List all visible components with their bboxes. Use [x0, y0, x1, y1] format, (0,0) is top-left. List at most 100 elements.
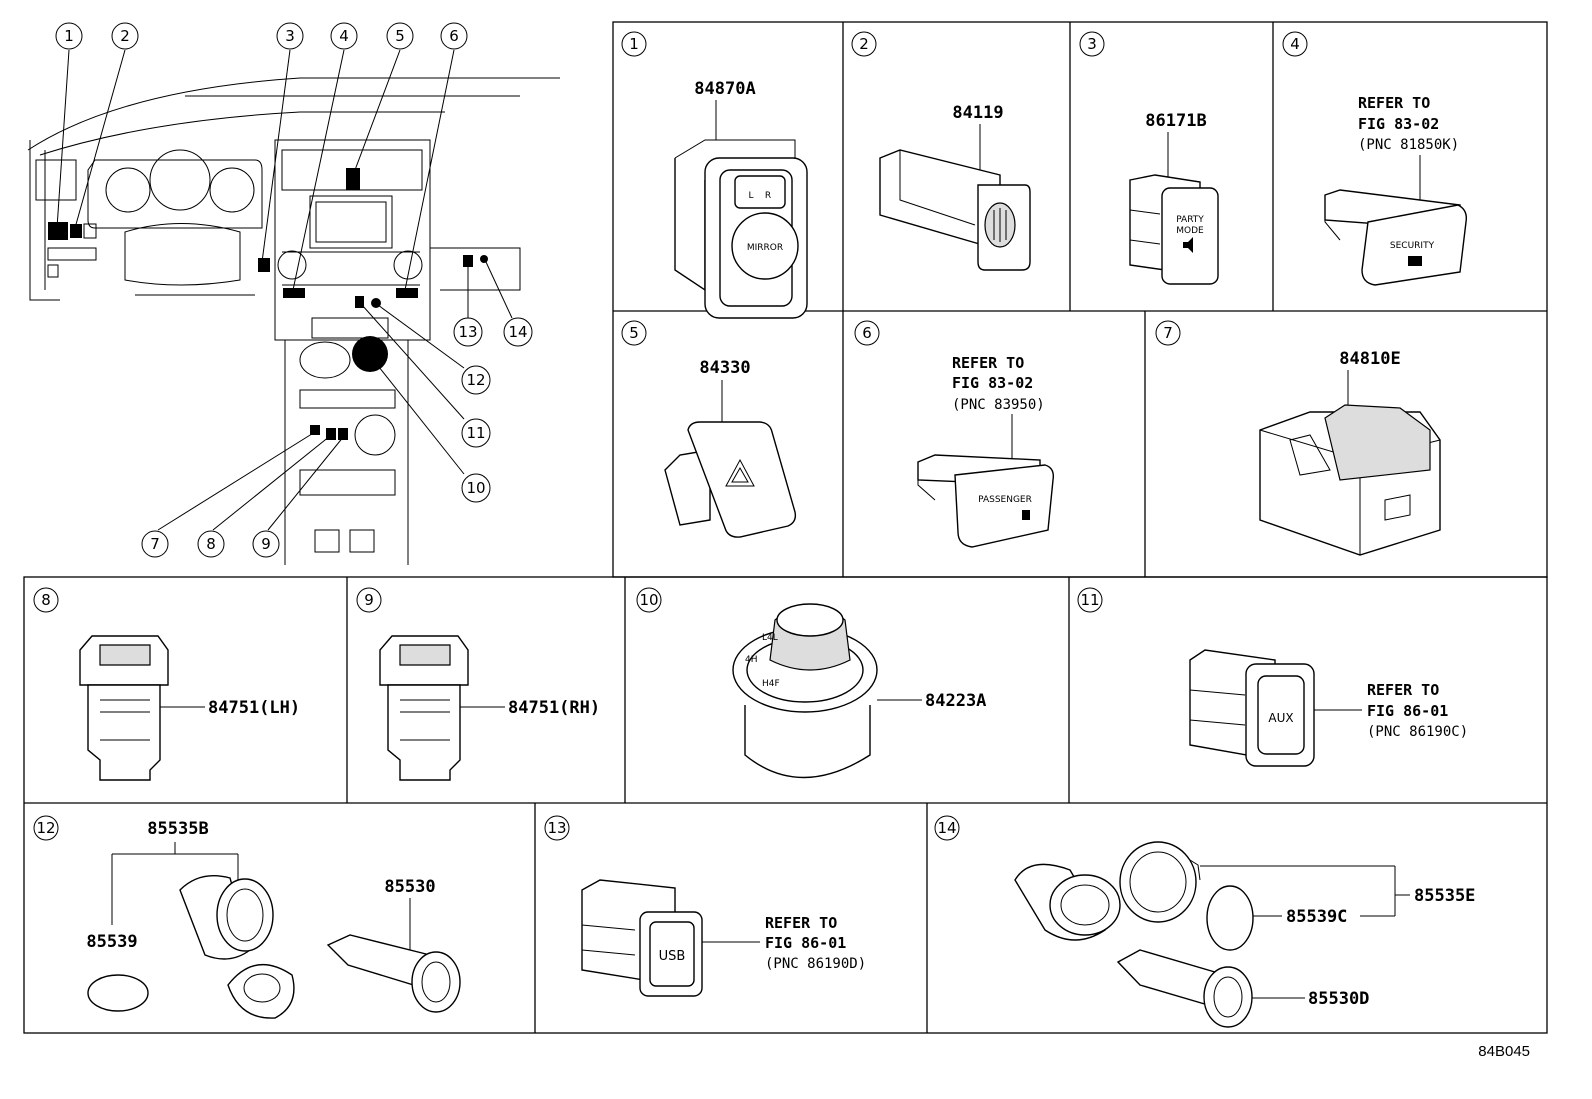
4wd-selector-body	[744, 705, 871, 779]
svg-text:84751(LH): 84751(LH)	[208, 698, 300, 718]
panel-10: 10 L4L 4H H4F 84223A	[636, 587, 986, 779]
svg-text:FIG 86-01: FIG 86-01	[765, 934, 846, 952]
overview-callouts: 1 2 3 4 5 6 7 8 9 10 11 12 13 14	[55, 22, 533, 558]
svg-text:REFER TO: REFER TO	[952, 354, 1024, 372]
svg-text:12: 12	[36, 819, 55, 837]
svg-text:9: 9	[364, 591, 374, 609]
svg-text:8: 8	[41, 591, 51, 609]
svg-text:REFER TO: REFER TO	[765, 914, 837, 932]
svg-text:10: 10	[639, 591, 658, 609]
svg-text:2: 2	[120, 27, 130, 45]
part-number-label: 84870A	[694, 79, 755, 99]
callout-4[interactable]: 4	[330, 22, 358, 50]
svg-text:84810E: 84810E	[1339, 349, 1400, 369]
svg-text:9: 9	[261, 535, 271, 553]
panel-grid	[23, 21, 1548, 1034]
svg-text:5: 5	[629, 324, 639, 342]
callout-2[interactable]: 2	[111, 22, 139, 50]
svg-text:13: 13	[547, 819, 566, 837]
overview-leaders	[56, 49, 513, 531]
panel-1: 1 84870A L R MIRROR	[621, 31, 808, 319]
svg-text:8: 8	[206, 535, 216, 553]
panel-1-number: 1	[629, 35, 639, 53]
svg-text:13: 13	[458, 323, 477, 341]
svg-text:1: 1	[64, 27, 74, 45]
svg-text:11: 11	[466, 424, 485, 442]
svg-text:85539: 85539	[86, 932, 137, 952]
seat-heater-switch-lh	[87, 684, 161, 781]
callout-11[interactable]: 11	[461, 418, 491, 448]
svg-text:R: R	[765, 191, 771, 201]
svg-text:85530: 85530	[384, 877, 435, 897]
callout-3[interactable]: 3	[276, 22, 304, 50]
svg-text:4: 4	[1290, 35, 1300, 53]
panel-9: 9 84751(RH)	[356, 587, 600, 781]
callout-10[interactable]: 10	[461, 473, 491, 503]
svg-text:PARTY: PARTY	[1176, 215, 1204, 225]
svg-text:6: 6	[862, 324, 872, 342]
svg-text:11: 11	[1080, 591, 1099, 609]
figure-code: 84B045	[1478, 1043, 1530, 1060]
panel-2: 2 84119	[851, 31, 1031, 271]
svg-text:85535E: 85535E	[1414, 886, 1475, 906]
svg-text:2: 2	[859, 35, 869, 53]
svg-text:14: 14	[508, 323, 527, 341]
callout-13[interactable]: 13	[453, 317, 483, 347]
svg-text:84330: 84330	[699, 358, 750, 378]
svg-text:H4F: H4F	[762, 679, 780, 689]
callout-5[interactable]: 5	[386, 22, 414, 50]
svg-text:SECURITY: SECURITY	[1390, 241, 1435, 251]
dashboard-overview	[27, 77, 560, 565]
svg-text:MODE: MODE	[1176, 226, 1204, 236]
svg-text:12: 12	[466, 371, 485, 389]
panel-11: 11 AUX REFER TO FIG 86-01 (PNC 86190C)	[1077, 587, 1468, 767]
svg-text:FIG 83-02: FIG 83-02	[952, 374, 1033, 392]
svg-text:FIG 86-01: FIG 86-01	[1367, 702, 1448, 720]
panel-5: 5 84330	[621, 320, 797, 538]
svg-text:85535B: 85535B	[147, 819, 208, 839]
panel-13: 13 USB REFER TO FIG 86-01 (PNC 86190D)	[544, 815, 866, 997]
svg-text:(PNC 81850K): (PNC 81850K)	[1358, 137, 1459, 153]
hazard-switch	[687, 421, 797, 538]
svg-text:4: 4	[339, 27, 349, 45]
callout-1[interactable]: 1	[55, 22, 83, 50]
svg-text:10: 10	[466, 479, 485, 497]
svg-text:REFER TO: REFER TO	[1358, 94, 1430, 112]
security-switch	[1361, 204, 1468, 286]
svg-text:14: 14	[937, 819, 956, 837]
panel-12: 12 85535B 85539 85530	[33, 815, 461, 1019]
svg-text:REFER TO: REFER TO	[1367, 681, 1439, 699]
svg-text:84119: 84119	[952, 103, 1003, 123]
panel-4: 4 REFER TO FIG 83-02 (PNC 81850K) SECURI…	[1282, 31, 1468, 286]
callout-14[interactable]: 14	[503, 317, 533, 347]
panel-3: 3 86171B PARTY MODE	[1079, 31, 1219, 285]
party-mode-switch	[1161, 187, 1219, 285]
svg-text:85539C: 85539C	[1286, 907, 1347, 927]
svg-text:(PNC 86190C): (PNC 86190C)	[1367, 724, 1468, 740]
callout-7[interactable]: 7	[141, 530, 169, 558]
svg-text:85530D: 85530D	[1308, 989, 1369, 1009]
callout-12[interactable]: 12	[461, 365, 491, 395]
socket-cap-2	[1206, 885, 1254, 951]
callout-8[interactable]: 8	[197, 530, 225, 558]
svg-text:4H: 4H	[745, 655, 758, 665]
svg-text:84751(RH): 84751(RH)	[508, 698, 600, 718]
svg-text:L: L	[748, 191, 753, 201]
svg-text:AUX: AUX	[1268, 711, 1293, 725]
svg-text:86171B: 86171B	[1145, 111, 1206, 131]
svg-text:6: 6	[449, 27, 459, 45]
panel-6: 6 REFER TO FIG 83-02 (PNC 83950) PASSENG…	[854, 320, 1055, 548]
seat-heater-switch-rh	[387, 684, 461, 781]
panel-14: 14 85535E 85539C 85530D	[934, 815, 1475, 1028]
svg-text:(PNC 86190D): (PNC 86190D)	[765, 956, 866, 972]
svg-text:L4L: L4L	[762, 633, 778, 643]
panel-7: 7 84810E	[1155, 320, 1441, 556]
callout-6[interactable]: 6	[440, 22, 468, 50]
panel-8: 8 84751(LH)	[33, 587, 300, 781]
svg-text:7: 7	[1163, 324, 1173, 342]
callout-9[interactable]: 9	[252, 530, 280, 558]
socket-cap	[87, 974, 149, 1012]
svg-text:PASSENGER: PASSENGER	[978, 495, 1032, 505]
svg-text:(PNC 83950): (PNC 83950)	[952, 397, 1045, 413]
